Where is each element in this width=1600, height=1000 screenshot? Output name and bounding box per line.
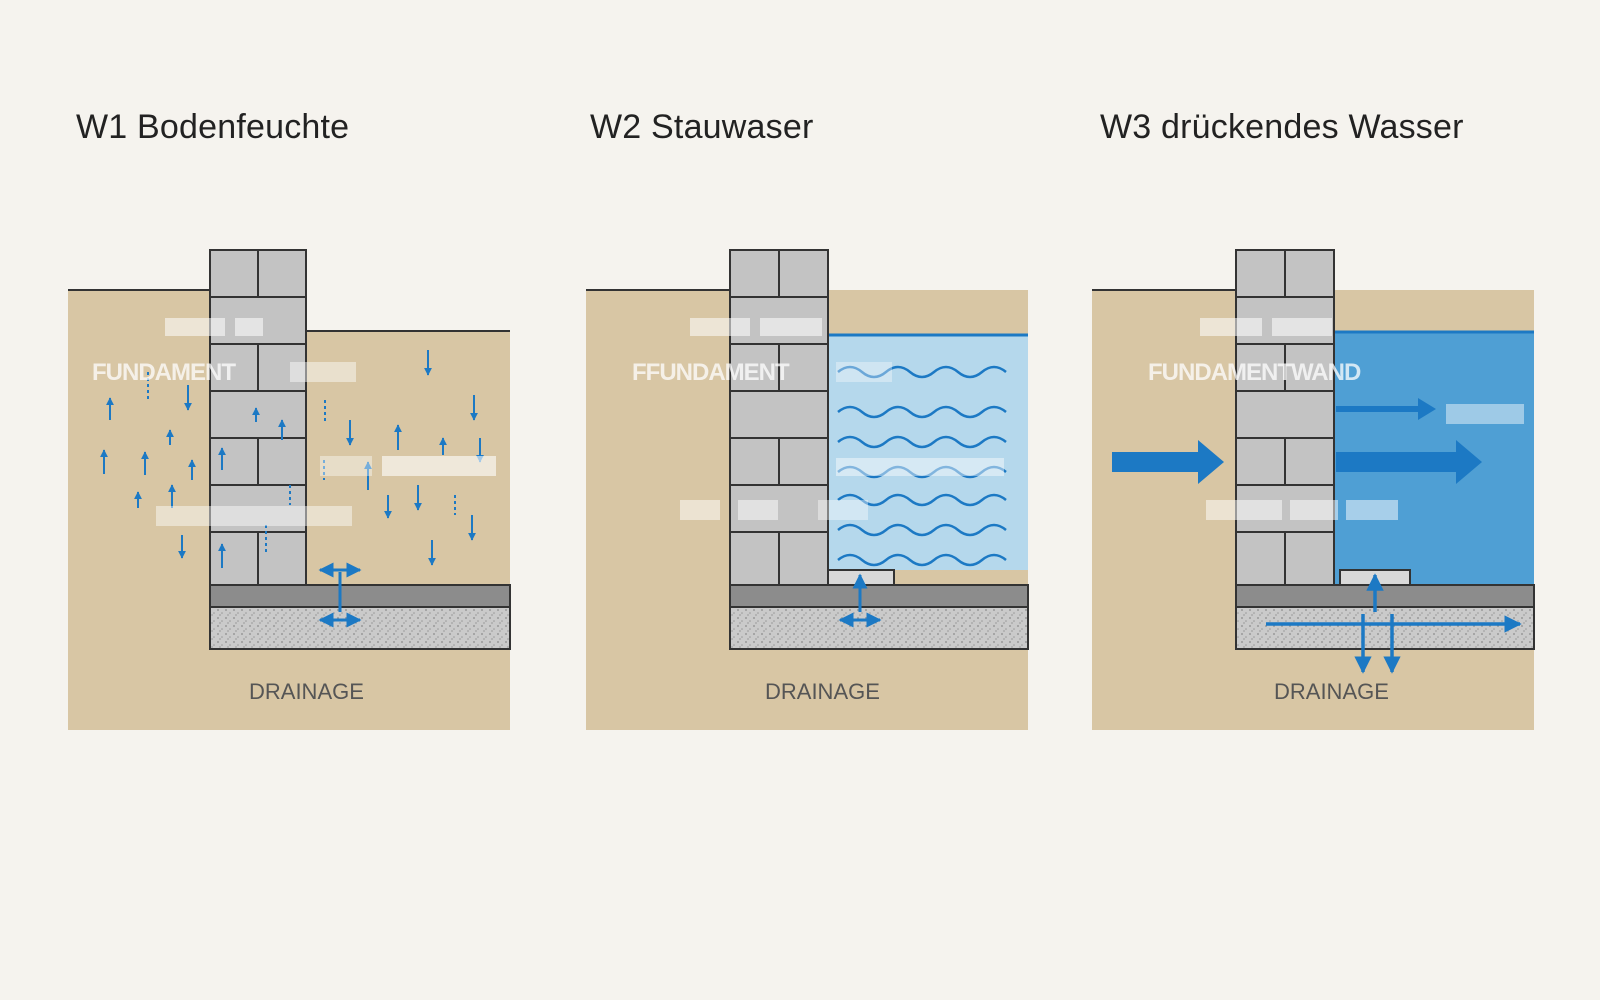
moisture-arrow-icon — [1266, 573, 1522, 674]
drainage-label: DRAINAGE — [765, 679, 880, 704]
drainage-label: DRAINAGE — [249, 679, 364, 704]
drainage-label: DRAINAGE — [1274, 679, 1389, 704]
panel-3-title: W3 drückendes Wasser — [1100, 108, 1464, 146]
wall-label: FFUNDAMENT — [632, 359, 790, 386]
foundation-wall — [729, 249, 829, 586]
panel-2-title: W2 Stauwaser — [590, 108, 814, 146]
panel-1-title: W1 Bodenfeuchte — [76, 108, 350, 146]
foundation-slab — [729, 584, 1029, 608]
gravel-bed — [209, 606, 511, 650]
panel-3: FUNDAMENTWAND DRAINAGE — [1092, 249, 1535, 730]
wall-label: FUNDAMENTWAND — [1148, 359, 1361, 386]
wave-icon — [837, 365, 1007, 567]
wall-label: FUNDAMENT — [92, 359, 236, 386]
foundation-wall — [209, 249, 307, 586]
gravel-bed — [1235, 606, 1535, 650]
foundation-slab — [1235, 584, 1535, 608]
moisture-arrow-icon — [838, 573, 882, 628]
panel-2: FFUNDAMENT DRAINAGE — [586, 249, 1029, 730]
foundation-slab — [209, 584, 511, 608]
foundation-wall — [1235, 249, 1335, 586]
gravel-bed — [729, 606, 1029, 650]
moisture-arrow-icon — [100, 350, 484, 628]
pressure-arrow-icon — [1112, 398, 1482, 484]
panel-1: FUNDAMENT DRAINAGE — [68, 249, 511, 730]
